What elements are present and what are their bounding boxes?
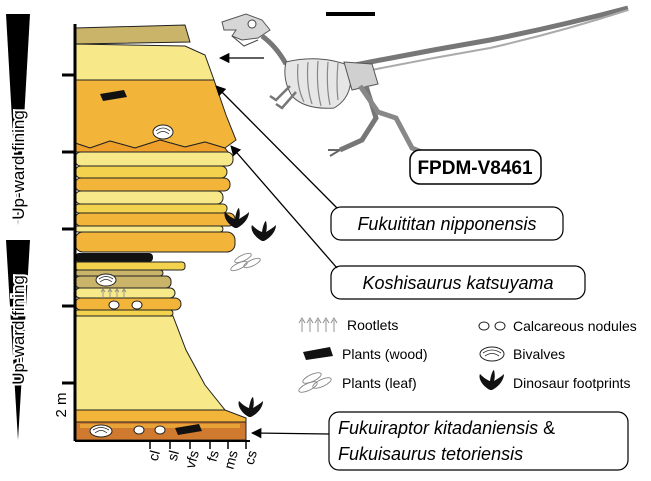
arrow-koshisaurus [231, 146, 337, 268]
axis-ticks [62, 75, 75, 383]
arrow-fukuiraptor [252, 433, 329, 434]
bed-upper-yellow [75, 44, 214, 80]
legend-nodules-icon [479, 322, 505, 330]
fukuiraptor-line: Fukuiraptor kitadaniensis & [338, 418, 555, 438]
fukuititan-box: Fukuititan nipponensis [331, 207, 563, 240]
bed-mid-5 [75, 298, 181, 310]
legend-nodules-label: Calcareous nodules [513, 318, 637, 334]
column-bivalve-icon-mid [96, 274, 116, 286]
legend-footprint-label: Dinosaur footprints [513, 375, 631, 391]
bed-thin-4 [75, 191, 223, 204]
bed-mid-6 [75, 310, 173, 316]
grain-tick-fs: fs [204, 449, 222, 464]
legend-leaf-icon [297, 371, 332, 395]
legend-wood-icon [303, 347, 333, 360]
legend-bivalve-label: Bivalves [513, 346, 565, 362]
scale-label: 2 m [53, 392, 70, 417]
legend: Rootlets Plants (wood) Plants (leaf) Cal… [297, 317, 636, 394]
lower-fining-label: Up-ward fining [9, 275, 28, 385]
specimen-label: FPDM-V8461 [417, 158, 533, 179]
bed-khaki-top [75, 25, 190, 44]
specimen-box: FPDM-V8461 [410, 150, 541, 184]
bed-thin-7 [75, 226, 223, 232]
bed-mid-1 [75, 262, 185, 270]
bed-upper-orange [75, 80, 236, 148]
upper-fining-label: Up-ward fining [9, 110, 28, 220]
grain-tick-cs: cs [241, 449, 260, 467]
bed-thin-6 [75, 213, 235, 226]
legend-rootlets-label: Rootlets [347, 317, 398, 333]
bed-thin-1 [75, 152, 233, 166]
dinosaur-skeleton-image [222, 8, 628, 158]
bed-thin-8 [75, 232, 235, 252]
grain-tick-vfs: vfs [182, 449, 202, 470]
bed-mid-3 [75, 276, 171, 288]
grain-ticks [150, 441, 246, 449]
bed-thin-3 [75, 178, 230, 191]
fukuisaurus-label: Fukuisaurus tetoriensis [338, 444, 523, 464]
bed-lower-yellow [75, 316, 225, 410]
bed-mid-2 [75, 270, 163, 276]
koshisaurus-box: Koshisaurus katsuyama [331, 266, 585, 299]
column-bivalve-icon-upper [153, 125, 173, 139]
column-bivalve-icon-base [90, 425, 112, 437]
stratigraphic-column: 2 m cl sl vfs fs ms cs [53, 24, 260, 471]
lower-fining-triangle: Up-ward fining [6, 240, 30, 440]
footprint-icon-2 [251, 221, 276, 241]
koshisaurus-label: Koshisaurus katsuyama [362, 273, 553, 293]
grain-tick-cl: cl [145, 449, 163, 463]
plant-leaf-icon-column [230, 251, 262, 272]
grain-tick-ms: ms [221, 449, 241, 471]
fukuiraptor-box: Fukuiraptor kitadaniensis & Fukuisaurus … [329, 412, 628, 470]
bed-thin-2 [75, 166, 227, 178]
grain-tick-sl: sl [164, 449, 182, 463]
legend-footprint-icon [479, 370, 504, 390]
footprint-icon-3 [238, 397, 263, 417]
bed-lower-orange [75, 410, 246, 422]
bed-thin-5 [75, 204, 227, 213]
legend-rootlets-icon [299, 318, 337, 332]
fukuititan-label: Fukuititan nipponensis [357, 214, 536, 234]
legend-wood-label: Plants (wood) [342, 346, 428, 362]
ampersand-label: & [538, 418, 555, 438]
fukuiraptor-label: Fukuiraptor kitadaniensis [338, 418, 538, 438]
legend-leaf-label: Plants (leaf) [342, 375, 417, 391]
bed-coal [75, 253, 153, 262]
legend-bivalve-icon [480, 347, 504, 361]
upper-fining-triangle: Up-ward fining [6, 14, 30, 225]
bed-mid-4 [75, 288, 175, 298]
